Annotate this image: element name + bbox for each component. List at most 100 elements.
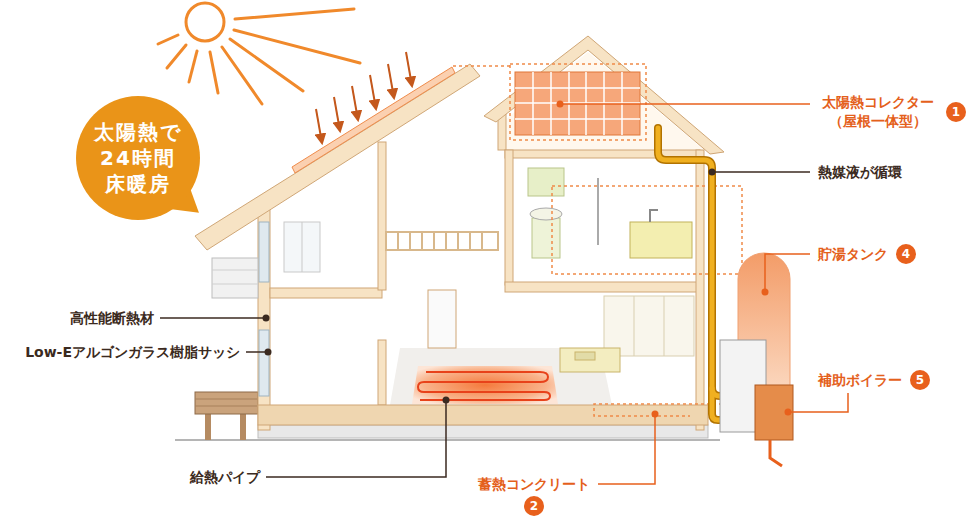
wall-frame: [696, 150, 704, 430]
roof: [195, 36, 724, 250]
loft-railing: [433, 232, 435, 250]
leader-line: [712, 171, 810, 173]
bathroom-fixture: [530, 208, 562, 220]
roof: [195, 64, 480, 250]
loft-railing: [409, 232, 411, 250]
bubble-text-group: 太陽熱で 24時間 床暖房: [90, 119, 186, 197]
balcony: [212, 270, 258, 271]
leader-line: [788, 393, 848, 412]
loft-railing: [481, 232, 483, 250]
kitchen-fixture: [604, 296, 694, 356]
living-floor: [390, 348, 612, 405]
callout-number: 2: [524, 496, 544, 516]
floor-slab: [258, 405, 708, 425]
roof: [484, 36, 724, 154]
sun-ray: [167, 45, 186, 68]
loft-railing: [457, 232, 459, 250]
roof-solar-strip: [292, 67, 455, 173]
sun: [158, 3, 360, 104]
leader-dot: [762, 289, 769, 296]
sunlight-arrow: [388, 64, 394, 98]
wood-deck: [240, 414, 246, 440]
bubble-circle: [76, 96, 200, 220]
dashed-guide: [453, 65, 510, 67]
sun-ray: [235, 9, 354, 19]
sunlight-arrow: [316, 109, 322, 143]
heat-pipe: [658, 128, 724, 420]
leader-line: [560, 103, 810, 105]
sun-ray: [222, 47, 262, 104]
part-label: 貯湯タンク: [818, 245, 888, 264]
wall-frame: [378, 340, 386, 405]
wood-deck: [195, 392, 258, 440]
kitchen-fixture: [560, 296, 694, 372]
sunlight-arrow: [334, 97, 340, 131]
living-floor: [390, 348, 612, 405]
wall-frame: [378, 142, 386, 290]
wood-deck: [195, 406, 258, 407]
wall-frame: [505, 282, 700, 292]
floor-slab: [258, 405, 708, 425]
leader-line: [160, 104, 848, 484]
sun-ray: [210, 52, 218, 93]
window: [284, 222, 320, 272]
leader-dot: [785, 409, 792, 416]
boiler-unit: [755, 385, 793, 440]
leader-line: [266, 400, 446, 477]
floor-heating: [418, 372, 550, 400]
heat-pipe: [658, 128, 724, 420]
boiler-unit: [720, 340, 793, 466]
collector-grid: [515, 87, 640, 89]
dashed-guide: [510, 64, 646, 140]
leader-dot: [263, 315, 270, 322]
loft-railing: [386, 232, 498, 250]
sunlight-arrow: [370, 75, 376, 109]
ground: [175, 425, 720, 440]
leader-dot: [443, 397, 450, 404]
part-label: 太陽熱コレクター （屋根一体型）: [818, 93, 938, 131]
balcony: [212, 258, 258, 298]
loft-railing: [386, 232, 498, 250]
sun-ray: [189, 51, 197, 82]
bathroom-fixture: [630, 222, 692, 258]
callout-number: 1: [946, 102, 966, 122]
dashed-guide: [453, 64, 742, 416]
window: [302, 222, 303, 272]
bathroom-fixture: [532, 218, 560, 258]
wall-frame: [505, 150, 513, 285]
window: [428, 290, 456, 348]
balcony: [212, 284, 258, 285]
part-label: 給熱パイプ: [190, 468, 260, 487]
leader-line: [765, 254, 810, 292]
loft-railing: [421, 232, 423, 250]
leader-dot: [557, 101, 564, 108]
kitchen-fixture: [575, 352, 595, 360]
sunlight-arrow: [352, 86, 358, 120]
sun-ray: [230, 39, 303, 91]
kitchen-fixture: [560, 348, 620, 372]
loft-railing: [445, 232, 447, 250]
wood-deck: [205, 414, 211, 440]
part-label: 補助ボイラー: [818, 371, 902, 390]
window: [259, 330, 269, 396]
leader-dot: [652, 411, 659, 418]
floor-heating: [412, 366, 558, 404]
heat-pipe: [658, 128, 724, 420]
wall-frame: [270, 288, 382, 298]
kitchen-fixture: [634, 296, 635, 356]
interior: [270, 52, 704, 405]
sun-ray: [158, 35, 178, 44]
wood-deck: [195, 392, 258, 414]
balcony: [212, 258, 258, 298]
wood-deck: [195, 399, 258, 400]
leader-dot: [263, 101, 792, 418]
bathroom-fixture: [650, 210, 658, 222]
loft-railing: [397, 232, 399, 250]
leader-line: [598, 414, 655, 484]
part-label: 高性能断熱材: [70, 309, 154, 328]
part-label: Low-Eアルゴンガラス樹脂サッシ: [25, 343, 240, 362]
sun-ray: [158, 9, 360, 104]
collector-grid: [515, 118, 640, 120]
callout-number: 4: [896, 244, 916, 264]
